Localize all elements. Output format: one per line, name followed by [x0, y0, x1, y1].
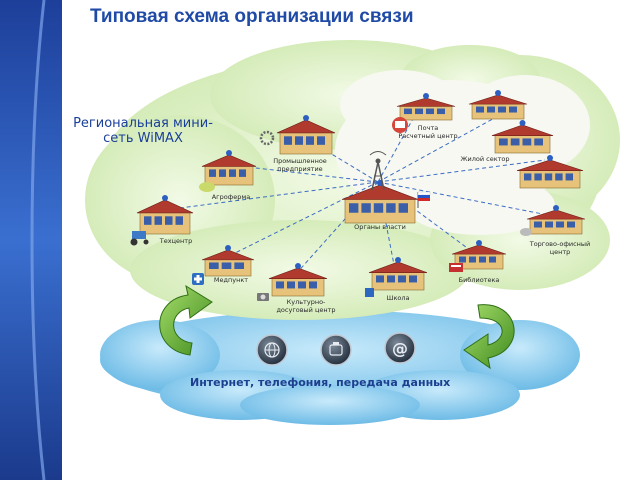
- node-label-post: Почта Расчетный центр: [398, 124, 458, 140]
- node-label-hub: Органы власти: [354, 223, 406, 231]
- wimax-tower-icon: [369, 151, 387, 191]
- at-sign-icon: @: [384, 332, 416, 364]
- building-hub: [341, 180, 419, 224]
- building-culture: [268, 263, 328, 297]
- gear-icon: [259, 130, 275, 146]
- region-network-label: Региональная мини-сеть WiMAX: [73, 116, 213, 146]
- building-school: [368, 257, 428, 291]
- services-label: Интернет, телефония, передача данных: [190, 376, 451, 389]
- node-label-culture: Культурно- досуговый центр: [276, 298, 336, 314]
- node-label-farm: Агроферма: [211, 193, 251, 201]
- page-title: Типовая схема организации связи: [90, 6, 414, 27]
- building-housing-3: [516, 155, 584, 189]
- building-industry: [276, 115, 336, 155]
- node-label-library: Библиотека: [458, 276, 500, 284]
- node-label-trade: Торгово-офисный центр: [529, 240, 591, 256]
- node-label-housing: Жилой сектор: [460, 155, 510, 163]
- camera-icon: [257, 293, 269, 301]
- buildings-layer: [136, 90, 586, 297]
- globe-icon: [256, 334, 288, 366]
- cycle-arrow-right: [463, 304, 515, 370]
- cycle-arrow-left: [159, 284, 213, 356]
- internet-cloud: [100, 310, 580, 425]
- building-medical: [201, 245, 255, 277]
- tea-icon: [520, 228, 532, 236]
- tractor-icon: [130, 231, 149, 246]
- phone-icon: [320, 334, 352, 366]
- node-label-medical: Медпункт: [213, 276, 249, 284]
- building-post: [396, 93, 456, 121]
- building-farm: [201, 150, 257, 186]
- building-library: [451, 240, 507, 270]
- node-label-tech: Техцентр: [159, 237, 193, 245]
- book-icon: [449, 263, 463, 272]
- building-trade: [526, 205, 586, 235]
- sidebar-stripe: [30, 0, 46, 480]
- russian-flag-icon: [417, 191, 431, 208]
- mail-icon: [392, 117, 408, 133]
- node-label-school: Школа: [386, 294, 410, 302]
- sidebar-curve: [62, 0, 82, 480]
- building-tech: [136, 195, 194, 235]
- school-icon: [365, 288, 374, 297]
- node-label-industry: Промышленное предприятие: [273, 157, 327, 173]
- cow-icon: [199, 182, 215, 192]
- building-housing-1: [468, 90, 528, 120]
- building-housing-2: [491, 120, 554, 154]
- svg-text:@: @: [392, 339, 408, 358]
- medical-icon: [192, 273, 204, 285]
